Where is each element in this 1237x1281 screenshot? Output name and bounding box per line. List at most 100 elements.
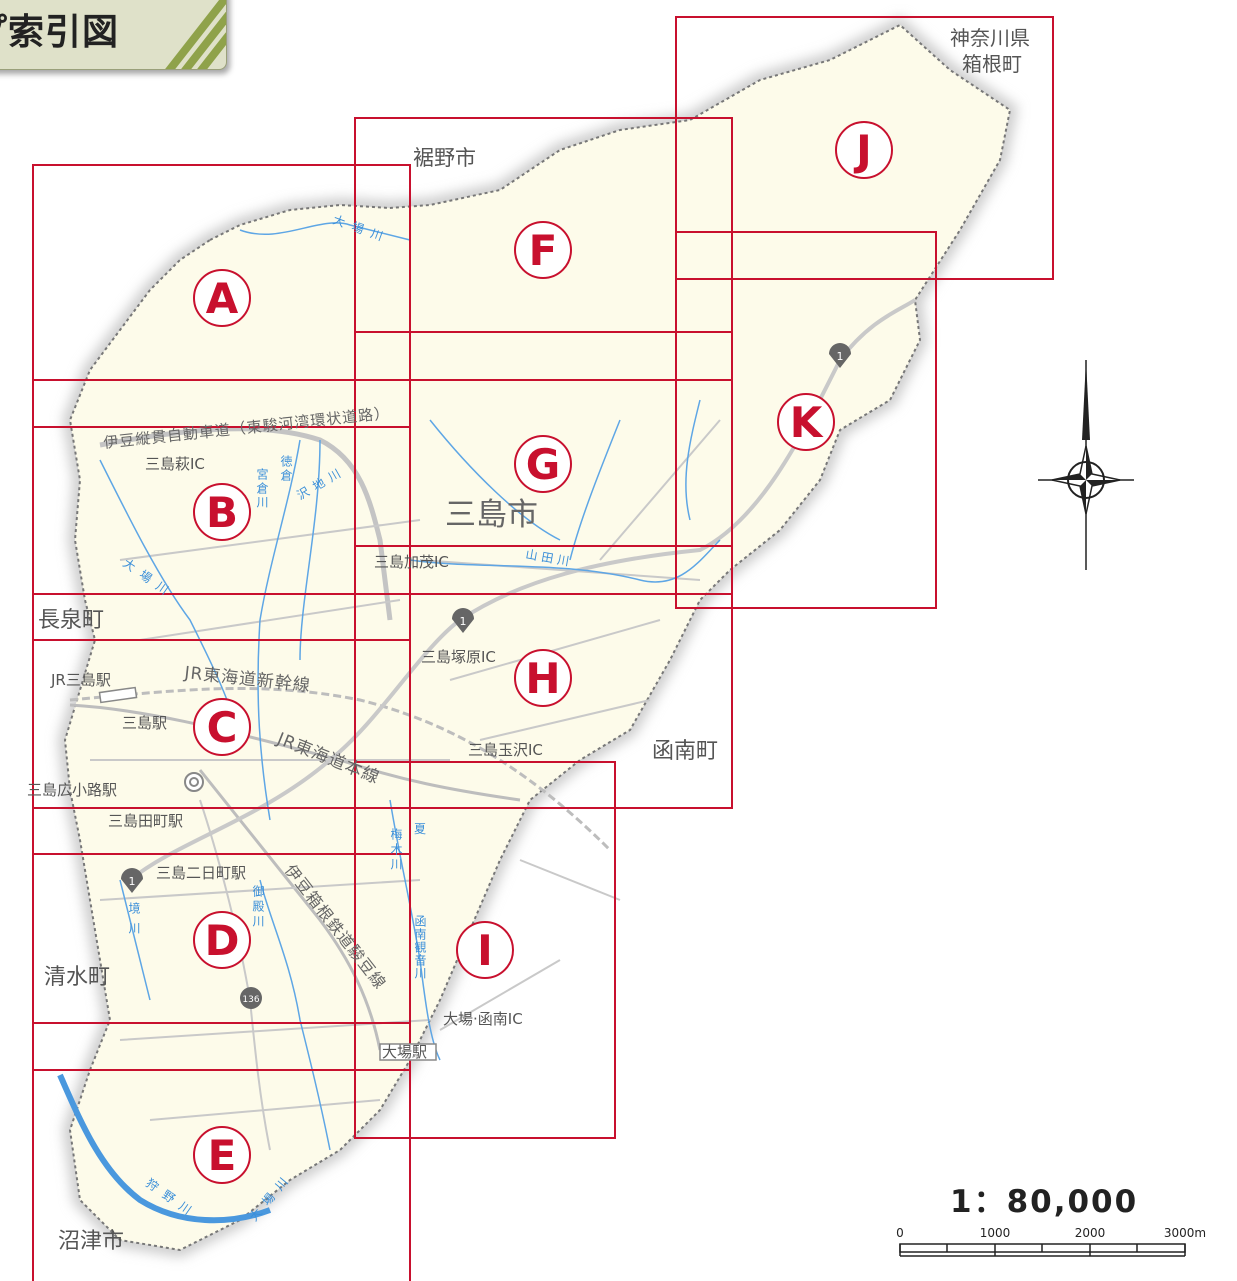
cell-marker-J[interactable]: J xyxy=(835,121,893,179)
route-1-badge: 1 xyxy=(121,868,143,893)
label-tsukahara-ic: 三島塚原IC xyxy=(421,648,496,666)
badge-label: 1 xyxy=(837,350,844,363)
label-tamachi-station: 三島田町駅 xyxy=(108,812,183,830)
grid-cell-I[interactable] xyxy=(354,761,616,1139)
cell-label-I: I xyxy=(477,926,493,975)
marker-circle xyxy=(456,921,514,979)
grid-cell-E[interactable] xyxy=(32,1022,411,1281)
label-futsukamachi-station: 三島二日町駅 xyxy=(156,864,246,882)
scale-tick-3000m: 3000m xyxy=(1164,1226,1206,1240)
station-icon xyxy=(379,1043,437,1061)
local-road xyxy=(90,419,721,1121)
river-line xyxy=(119,879,151,1001)
label-jr-mishima-station: JR三島駅 xyxy=(50,671,111,689)
label-tamasawa-ic: 三島玉沢IC xyxy=(468,741,543,759)
cell-marker-K[interactable]: K xyxy=(777,393,835,451)
grid-cell-F[interactable] xyxy=(354,117,733,381)
badge-circle-icon xyxy=(240,987,262,1009)
cell-marker-A[interactable]: A xyxy=(193,269,251,327)
city-hall-inner xyxy=(189,777,199,787)
place-labels: 三島市 裾野市 神奈川県 箱根町 長泉町 函南町 清水町 沼津市 xyxy=(38,26,1030,1254)
grid-cell-D[interactable] xyxy=(32,807,411,1071)
cell-label-F: F xyxy=(529,226,558,275)
city-area xyxy=(57,16,1018,1258)
shinkansen-line xyxy=(69,686,612,852)
label-kanagawa: 神奈川県 xyxy=(950,26,1030,50)
cell-label-C: C xyxy=(207,703,238,752)
river-line xyxy=(685,399,701,521)
cell-marker-H[interactable]: H xyxy=(514,649,572,707)
interchange-labels: 三島萩IC 三島加茂IC 三島塚原IC 三島玉沢IC 大場·函南IC xyxy=(145,455,543,1028)
road-network xyxy=(69,298,917,1151)
marker-circle xyxy=(193,911,251,969)
compass-star-fill xyxy=(1052,446,1120,514)
grid-cell-A[interactable] xyxy=(32,164,411,428)
badge-shield-icon xyxy=(452,608,474,633)
compass-icon xyxy=(1038,360,1134,570)
cell-label-E: E xyxy=(208,1131,237,1180)
cell-label-H: H xyxy=(525,654,560,703)
badge-shield-icon xyxy=(121,868,143,893)
badge-shield-icon xyxy=(829,343,851,368)
route-1-badge: 1 xyxy=(452,608,474,633)
grid-cell-C[interactable] xyxy=(32,593,411,855)
station-labels: JR三島駅 三島駅 三島広小路駅 三島田町駅 三島二日町駅 大場駅 xyxy=(27,671,427,1061)
label-kamo-ic: 三島加茂IC xyxy=(374,553,449,571)
scale-bar-ticks xyxy=(899,1244,1186,1257)
label-hakone: 箱根町 xyxy=(962,52,1022,76)
label-mishima-station: 三島駅 xyxy=(122,714,167,732)
badge-label: 1 xyxy=(460,615,467,628)
grid-cell-G[interactable] xyxy=(354,331,733,595)
scale-bar: 1：80,000 0 1000 2000 3000m xyxy=(896,1184,1206,1257)
label-kannami: 函南町 xyxy=(652,739,718,764)
scale-ratio: 1：80,000 xyxy=(950,1184,1138,1220)
grid-cell-B[interactable] xyxy=(32,379,411,641)
label-daiba-kannami-ic: 大場·函南IC xyxy=(443,1010,523,1028)
cell-marker-E[interactable]: E xyxy=(193,1126,251,1184)
izu-expressway-road xyxy=(99,426,393,621)
marker-circle xyxy=(193,1126,251,1184)
marker-circle xyxy=(193,698,251,756)
label-umenoki-river: 梅木川 xyxy=(389,827,403,873)
river-line xyxy=(259,879,331,1151)
cell-marker-C[interactable]: C xyxy=(193,698,251,756)
cell-marker-G[interactable]: G xyxy=(514,435,572,493)
river-line xyxy=(257,439,301,821)
label-nagaizumi: 長泉町 xyxy=(38,608,104,633)
city-hall-icon xyxy=(184,772,204,792)
river-line xyxy=(239,222,411,241)
cell-label-K: K xyxy=(790,398,824,447)
grid-markers: A B C D E F G xyxy=(193,121,893,1184)
grid-cell-H[interactable] xyxy=(354,545,733,809)
city-hall-outer xyxy=(184,772,204,792)
grid-cell-J[interactable] xyxy=(675,16,1054,280)
label-hirokoji-station: 三島広小路駅 xyxy=(27,781,117,799)
cell-marker-F[interactable]: F xyxy=(514,221,572,279)
label-sakai-river: 境川 xyxy=(127,901,141,942)
cell-label-G: G xyxy=(526,440,560,489)
grid-cell-K[interactable] xyxy=(675,231,937,609)
label-kannon-river: 函南観音川 xyxy=(413,915,427,980)
label-susono: 裾野市 xyxy=(413,146,476,170)
marker-circle xyxy=(514,435,572,493)
label-daiba-station: 大場駅 xyxy=(382,1043,427,1061)
compass-north-arrow xyxy=(1082,360,1090,440)
cell-label-J: J xyxy=(853,126,872,175)
cell-label-B: B xyxy=(206,488,238,537)
route-136-badge: 136 xyxy=(240,987,262,1009)
route-1-badge: 1 xyxy=(829,343,851,368)
road-badges: 1 1 1 136 xyxy=(121,343,851,1009)
label-miyakura-river: 宮倉川 xyxy=(255,467,269,510)
badge-label: 136 xyxy=(242,995,259,1005)
label-tokura-river: 徳倉 xyxy=(279,454,293,483)
title-tab: プ索引図 xyxy=(0,0,227,70)
label-natsu-river: 夏 xyxy=(414,822,426,836)
label-hagi-ic: 三島萩IC xyxy=(145,455,205,473)
cell-marker-D[interactable]: D xyxy=(193,911,251,969)
cell-marker-I[interactable]: I xyxy=(456,921,514,979)
cell-marker-B[interactable]: B xyxy=(193,483,251,541)
route1-road xyxy=(128,298,917,882)
river-line xyxy=(299,439,321,661)
badge-label: 1 xyxy=(129,875,136,888)
marker-circle xyxy=(835,121,893,179)
